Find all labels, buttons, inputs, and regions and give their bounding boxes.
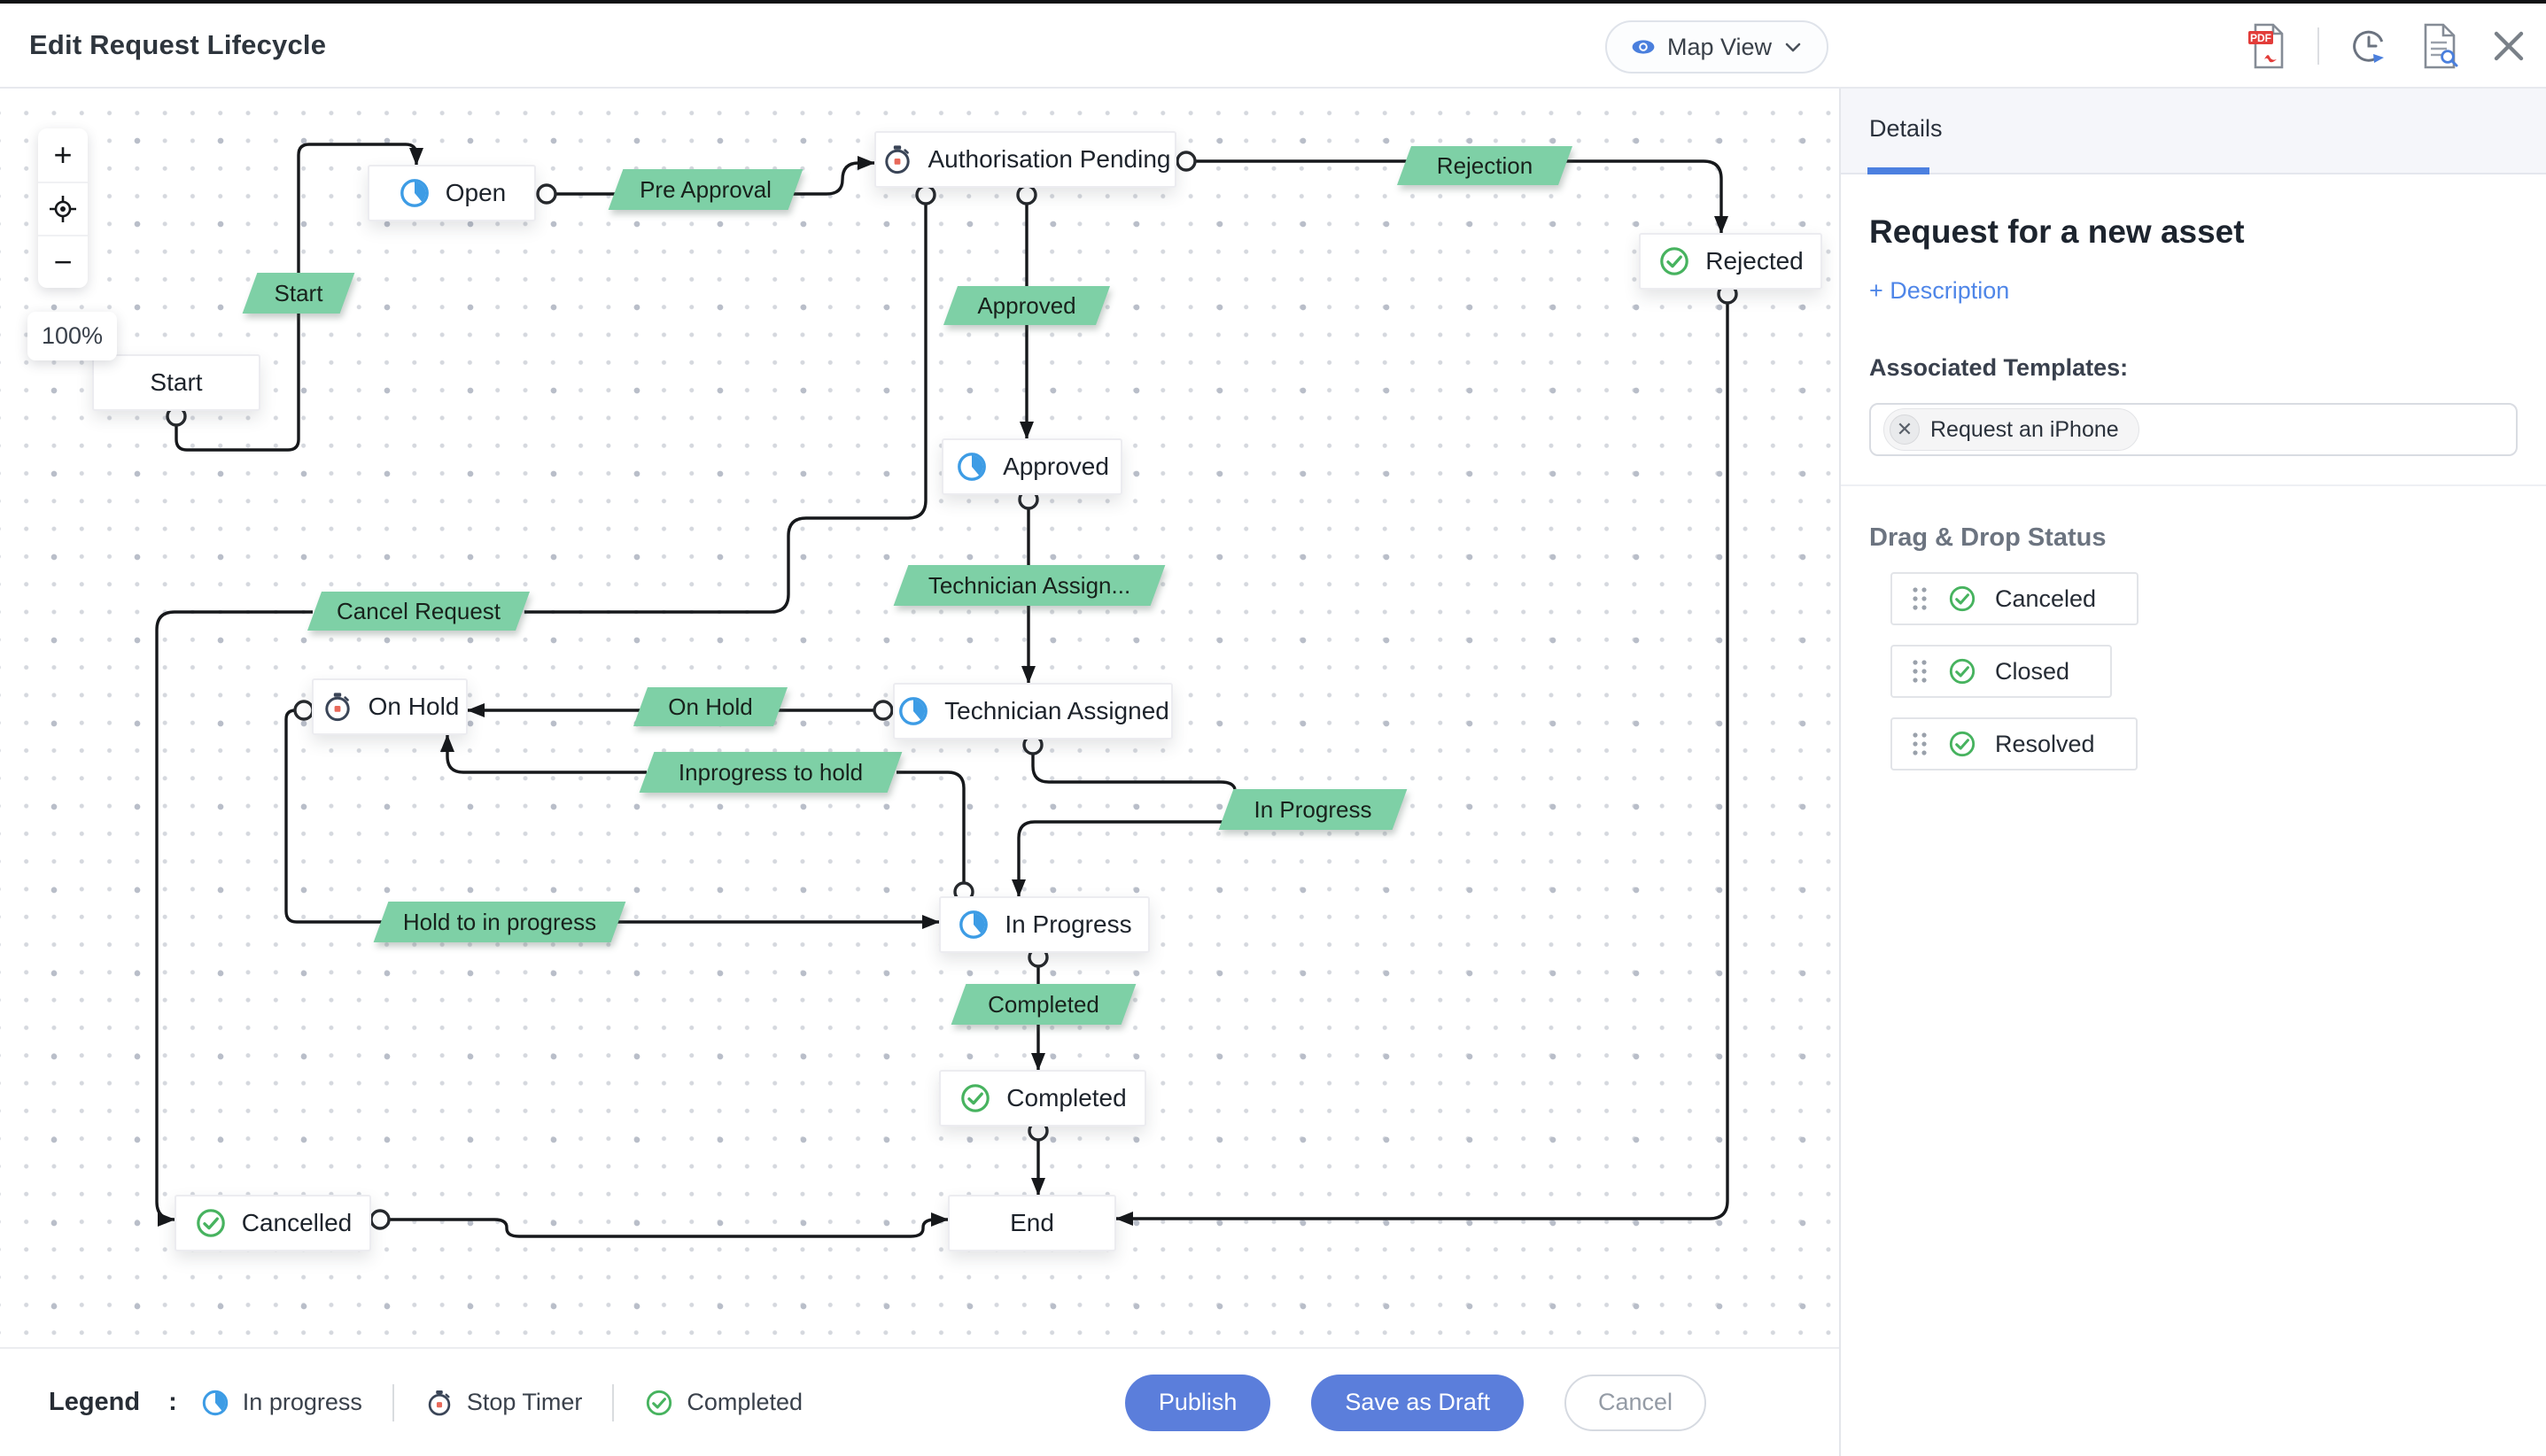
template-chip-label: Request an iPhone <box>1930 416 2119 442</box>
status-card-resolved[interactable]: Resolved <box>1890 717 2138 771</box>
legend: Legend : In progress Stop Timer Complete… <box>49 1383 803 1421</box>
export-pdf-button[interactable]: PDF <box>2247 22 2287 70</box>
transition-approved[interactable]: Approved <box>943 286 1111 325</box>
publish-button[interactable]: Publish <box>1124 1374 1271 1431</box>
node-open[interactable]: Open <box>368 165 536 221</box>
node-authorisation-pending[interactable]: Authorisation Pending <box>874 131 1176 188</box>
transition-technician-assign[interactable]: Technician Assign... <box>893 565 1166 606</box>
panel-divider <box>1841 484 2546 486</box>
completed-icon <box>196 1209 225 1237</box>
drag-drop-status-title: Drag & Drop Status <box>1869 523 2107 552</box>
remove-chip-icon[interactable]: ✕ <box>1890 414 1920 445</box>
node-completed[interactable]: Completed <box>939 1070 1146 1127</box>
canvas-zoom-controls: + − <box>38 128 88 288</box>
document-search-icon <box>2424 23 2458 69</box>
completed-icon <box>1660 247 1689 275</box>
in-progress-icon <box>899 697 928 725</box>
legend-item-in-progress: In progress <box>200 1388 362 1418</box>
transition-pre-approval[interactable]: Pre Approval <box>608 169 803 210</box>
node-approved[interactable]: Approved <box>942 438 1122 495</box>
drag-handle-icon[interactable] <box>1910 729 1929 759</box>
in-progress-icon <box>958 453 986 481</box>
transition-start[interactable]: Start <box>242 273 355 314</box>
workflow-canvas[interactable]: Start Pre Approval Rejection Approved Te… <box>0 89 1839 1347</box>
view-selector[interactable]: Map View <box>1605 20 1829 74</box>
save-as-draft-button[interactable]: Save as Draft <box>1311 1374 1524 1431</box>
window-top-strip <box>0 0 2546 4</box>
pdf-export-icon: PDF <box>2248 23 2284 69</box>
crosshair-icon <box>50 196 76 222</box>
transition-completed[interactable]: Completed <box>951 984 1137 1025</box>
close-button[interactable] <box>2491 28 2527 64</box>
cancel-button[interactable]: Cancel <box>1564 1374 1706 1431</box>
center-view-button[interactable] <box>38 182 88 235</box>
chevron-down-icon <box>1785 43 1801 51</box>
node-in-progress[interactable]: In Progress <box>939 896 1150 953</box>
status-card-closed[interactable]: Closed <box>1890 645 2113 698</box>
transition-on-hold[interactable]: On Hold <box>633 687 788 726</box>
history-button[interactable] <box>2349 26 2390 66</box>
node-end[interactable]: End <box>948 1195 1116 1251</box>
zoom-out-button[interactable]: − <box>38 235 88 288</box>
legend-item-stop-timer: Stop Timer <box>424 1388 582 1418</box>
tab-details[interactable]: Details <box>1869 115 1943 142</box>
associated-templates-input[interactable]: ✕ Request an iPhone <box>1869 403 2518 456</box>
legend-title: Legend <box>49 1388 141 1416</box>
stop-timer-icon <box>428 1389 451 1415</box>
in-progress-icon <box>400 179 429 207</box>
associated-templates-label: Associated Templates: <box>1869 354 2129 381</box>
in-progress-icon <box>959 910 989 939</box>
node-start[interactable]: Start <box>92 354 260 411</box>
transition-cancel-request[interactable]: Cancel Request <box>307 592 531 631</box>
view-selector-label: Map View <box>1667 33 1773 60</box>
footer: Legend : In progress Stop Timer Complete… <box>0 1347 1839 1456</box>
stop-timer-icon <box>884 143 910 174</box>
in-progress-icon <box>202 1390 229 1415</box>
tab-active-underline <box>1867 167 1929 174</box>
page-title: Edit Request Lifecycle <box>29 29 327 60</box>
status-card-canceled[interactable]: Canceled <box>1890 572 2139 625</box>
transition-inprogress-to-hold[interactable]: Inprogress to hold <box>639 752 903 793</box>
transition-rejection[interactable]: Rejection <box>1396 146 1573 185</box>
eye-icon <box>1632 40 1655 54</box>
drag-handle-icon[interactable] <box>1910 584 1929 614</box>
transition-hold-to-in-progress[interactable]: Hold to in progress <box>373 902 626 942</box>
workflow-edges <box>155 143 1738 1238</box>
node-technician-assigned[interactable]: Technician Assigned <box>893 683 1173 740</box>
add-description-link[interactable]: + Description <box>1869 277 2010 304</box>
template-chip[interactable]: ✕ Request an iPhone <box>1883 408 2139 451</box>
node-rejected[interactable]: Rejected <box>1639 233 1822 290</box>
node-cancelled[interactable]: Cancelled <box>175 1195 371 1251</box>
close-icon <box>2494 31 2524 61</box>
stop-timer-icon <box>324 691 350 722</box>
history-icon <box>2353 30 2384 63</box>
preview-document-button[interactable] <box>2420 23 2461 69</box>
zoom-in-button[interactable]: + <box>53 136 73 173</box>
panel-tabstrip: Details <box>1841 89 2546 174</box>
completed-icon <box>1949 731 1975 757</box>
lifecycle-title: Request for a new asset <box>1869 213 2245 250</box>
details-panel: Details Request for a new asset + Descri… <box>1839 89 2546 1456</box>
header: Edit Request Lifecycle Map View PDF <box>0 4 2546 89</box>
header-divider <box>2317 27 2319 65</box>
drag-handle-icon[interactable] <box>1910 656 1929 686</box>
completed-icon <box>647 1390 672 1415</box>
completed-icon <box>961 1084 990 1112</box>
svg-text:PDF: PDF <box>2250 32 2271 44</box>
transition-in-progress[interactable]: In Progress <box>1218 789 1408 830</box>
completed-icon <box>1949 585 1975 612</box>
completed-icon <box>1949 658 1975 685</box>
legend-item-completed: Completed <box>644 1388 803 1418</box>
node-on-hold[interactable]: On Hold <box>312 678 468 735</box>
zoom-level-indicator: 100% <box>27 312 118 360</box>
